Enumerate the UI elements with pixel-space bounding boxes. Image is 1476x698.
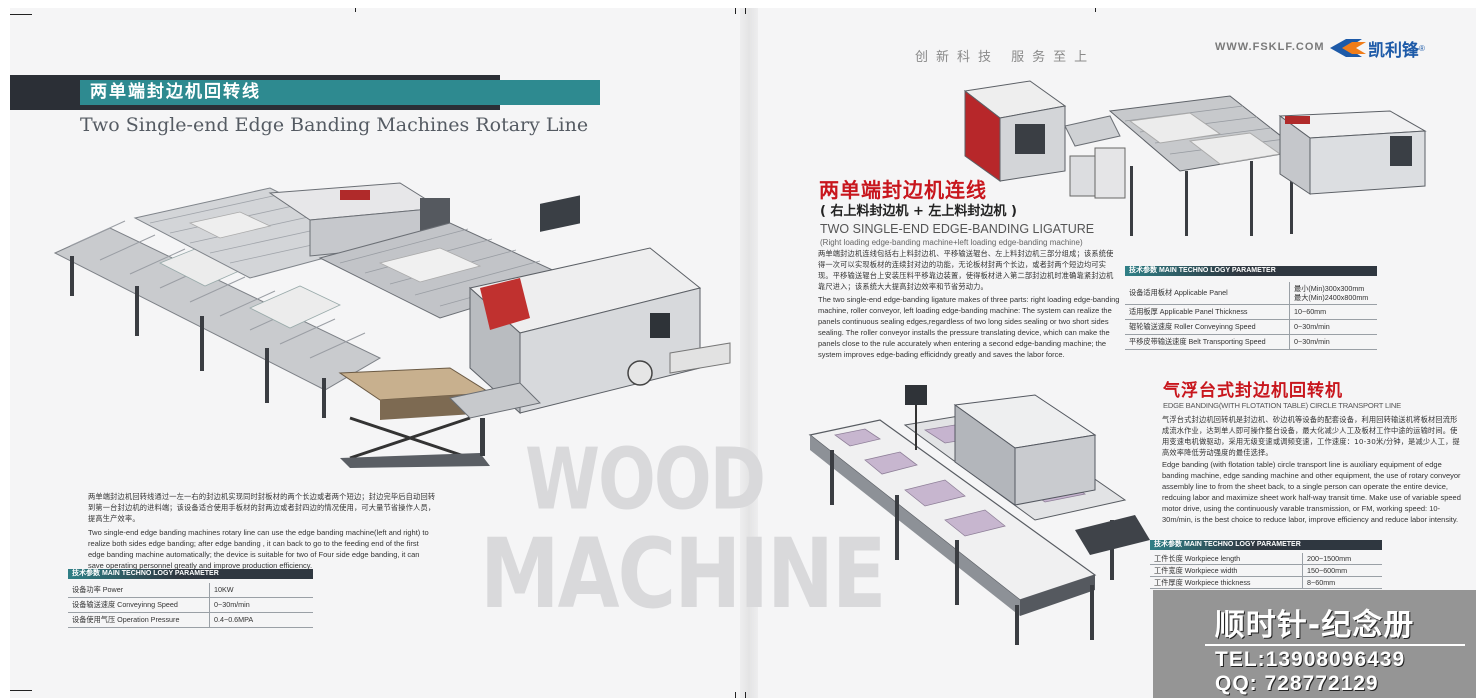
- spec-row: 设备功率 Power 10KW: [68, 583, 313, 598]
- spec-key: 辊轮输送速度 Roller Conveyinng Speed: [1125, 320, 1290, 334]
- watermark-wood: WOOD: [525, 431, 766, 530]
- ligature-title-cn: 两单端封边机连线: [819, 178, 987, 202]
- spec-key: 工件宽度 Workpiece width: [1150, 565, 1303, 576]
- air-table-spec-table: 技术参数 MAIN TECHNO LOGY PARAMETER 工件长度 Wor…: [1150, 540, 1382, 589]
- panel-max-size: 最大(Min)2400x800mm: [1294, 293, 1369, 302]
- website-url: WWW.FSKLF.COM: [1215, 41, 1325, 53]
- spec-row: 设备适用板材 Applicable Panel 最小(Min)300x300mm…: [1125, 282, 1377, 305]
- spec-value: 最小(Min)300x300mm 最大(Min)2400x800mm: [1290, 282, 1368, 304]
- ligature-title-en: TWO SINGLE-END EDGE-BANDING LIGATURE: [820, 222, 1095, 236]
- rotary-line-spec-table: 技术参数 MAIN TECHNO LOGY PARAMETER 设备功率 Pow…: [68, 569, 313, 628]
- ligature-description: 两单端封边机连线包括右上料封边机、平移输送辊台、左上料封边机三部分组成；该系统使…: [818, 248, 1120, 360]
- ligature-subtitle-en: (Right loading edge-banding machine+left…: [820, 238, 1083, 247]
- contact-title: 顺时针-纪念册: [1214, 608, 1415, 643]
- spec-key: 设备使用气压 Operation Pressure: [68, 613, 210, 627]
- spec-row: 工件宽度 Workpiece width 150~600mm: [1150, 565, 1382, 577]
- spec-row: 工件厚度 Workpiece thickness 8~60mm: [1150, 577, 1382, 589]
- spec-key: 平移皮带输送速度 Belt Transporting Speed: [1125, 335, 1290, 349]
- registered-mark: ®: [1419, 43, 1425, 53]
- watermark-machine: MACHINE: [480, 518, 887, 630]
- spec-row: 设备使用气压 Operation Pressure 0.4~0.6MPA: [68, 613, 313, 628]
- contact-divider: [1205, 644, 1465, 646]
- spec-row: 辊轮输送速度 Roller Conveyinng Speed 0~30m/min: [1125, 320, 1377, 335]
- rotary-line-description: 两单端封边机回转线通过一左一右的封边机实现同时封板材的两个长边或者两个短边；封边…: [88, 491, 436, 571]
- spec-row: 平移皮带输送速度 Belt Transporting Speed 0~30m/m…: [1125, 335, 1377, 350]
- ligature-machine-image: [963, 80, 1427, 236]
- spec-key: 工件长度 Workpiece length: [1150, 553, 1303, 564]
- panel-min-size: 最小(Min)300x300mm: [1294, 284, 1365, 293]
- description-en: Edge banding (with flotation table) circ…: [1162, 460, 1461, 524]
- contact-phone: TEL:13908096439: [1215, 648, 1406, 671]
- spec-value: 10KW: [214, 585, 234, 594]
- description-cn: 两单端封边机回转线通过一左一右的封边机实现同时封板材的两个长边或者两个短边；封边…: [88, 492, 436, 523]
- page-title-en: Two Single-end Edge Banding Machines Rot…: [80, 114, 589, 136]
- spec-value: 0.4~0.6MPA: [214, 615, 254, 624]
- brand-name: 凯利锋: [1368, 40, 1419, 61]
- ligature-spec-table: 技术参数 MAIN TECHNO LOGY PARAMETER 设备适用板材 A…: [1125, 266, 1377, 350]
- crop-mark: [735, 8, 736, 14]
- description-en: Two single-end edge banding machines rot…: [88, 528, 429, 570]
- air-table-machine-image: [808, 385, 1150, 645]
- spec-table-header: 技术参数 MAIN TECHNO LOGY PARAMETER: [1125, 266, 1377, 276]
- crop-mark: [735, 692, 736, 698]
- spec-value: 150~600mm: [1307, 566, 1348, 575]
- contact-box: 顺时针-纪念册 TEL:13908096439 QQ: 728772129: [1153, 590, 1476, 698]
- spec-table-header: 技术参数 MAIN TECHNO LOGY PARAMETER: [68, 569, 313, 579]
- page-gutter: [740, 8, 758, 698]
- brand: 凯利锋 ®: [1328, 34, 1425, 62]
- spec-key: 设备功率 Power: [68, 583, 210, 597]
- air-table-title-en: EDGE BANDING(WITH FLOTATION TABLE) CIRCL…: [1163, 401, 1402, 410]
- slogan: 创新科技 服务至上: [915, 50, 1096, 65]
- description-en: The two single-end edge-banding ligature…: [818, 295, 1120, 359]
- spec-key: 设备输送速度 Conveyinng Speed: [68, 598, 210, 612]
- brochure-spread: 创新科技 服务至上 WWW.FSKLF.COM 凯利锋 ® 两单端封边机回转线 …: [10, 8, 1476, 698]
- spec-key: 适用板厚 Applicable Panel Thickness: [1125, 305, 1290, 319]
- crop-mark: [355, 8, 356, 12]
- spec-value: 0~30m/min: [1294, 322, 1330, 331]
- crop-mark: [745, 8, 746, 14]
- spec-value: 200~1500mm: [1307, 554, 1352, 563]
- spec-key: 设备适用板材 Applicable Panel: [1125, 282, 1290, 304]
- air-table-title-cn: 气浮台式封边机回转机: [1163, 381, 1343, 401]
- spec-table-header: 技术参数 MAIN TECHNO LOGY PARAMETER: [1150, 540, 1382, 550]
- ligature-subtitle-cn: ( 右上料封边机 + 左上料封边机 ): [820, 204, 1017, 219]
- crop-mark: [10, 690, 32, 691]
- rotary-line-machine-image: [53, 182, 731, 468]
- crop-mark: [745, 692, 746, 698]
- spec-value: 0~30m/min: [214, 600, 250, 609]
- spec-row: 适用板厚 Applicable Panel Thickness 10~60mm: [1125, 305, 1377, 320]
- spec-key: 工件厚度 Workpiece thickness: [1150, 577, 1303, 588]
- brand-logo-icon: [1330, 39, 1366, 57]
- spec-value: 8~60mm: [1307, 578, 1336, 587]
- spec-row: 工件长度 Workpiece length 200~1500mm: [1150, 553, 1382, 565]
- spec-value: 10~60mm: [1294, 307, 1327, 316]
- spec-value: 0~30m/min: [1294, 337, 1330, 346]
- description-cn: 两单端封边机连线包括右上料封边机、平移输送辊台、左上料封边机三部分组成；该系统使…: [818, 249, 1114, 291]
- air-table-description: 气浮台式封边机回转机是封边机、砂边机等设备的配套设备，利用回转输送机将板材回流形…: [1162, 414, 1462, 525]
- contact-qq: QQ: 728772129: [1215, 672, 1379, 695]
- crop-mark: [1095, 8, 1096, 12]
- spec-row: 设备输送速度 Conveyinng Speed 0~30m/min: [68, 598, 313, 613]
- crop-mark: [10, 14, 32, 15]
- description-cn: 气浮台式封边机回转机是封边机、砂边机等设备的配套设备，利用回转输送机将板材回流形…: [1162, 415, 1460, 457]
- title-bar-accent: [80, 80, 600, 105]
- page-title-cn: 两单端封边机回转线: [90, 82, 261, 102]
